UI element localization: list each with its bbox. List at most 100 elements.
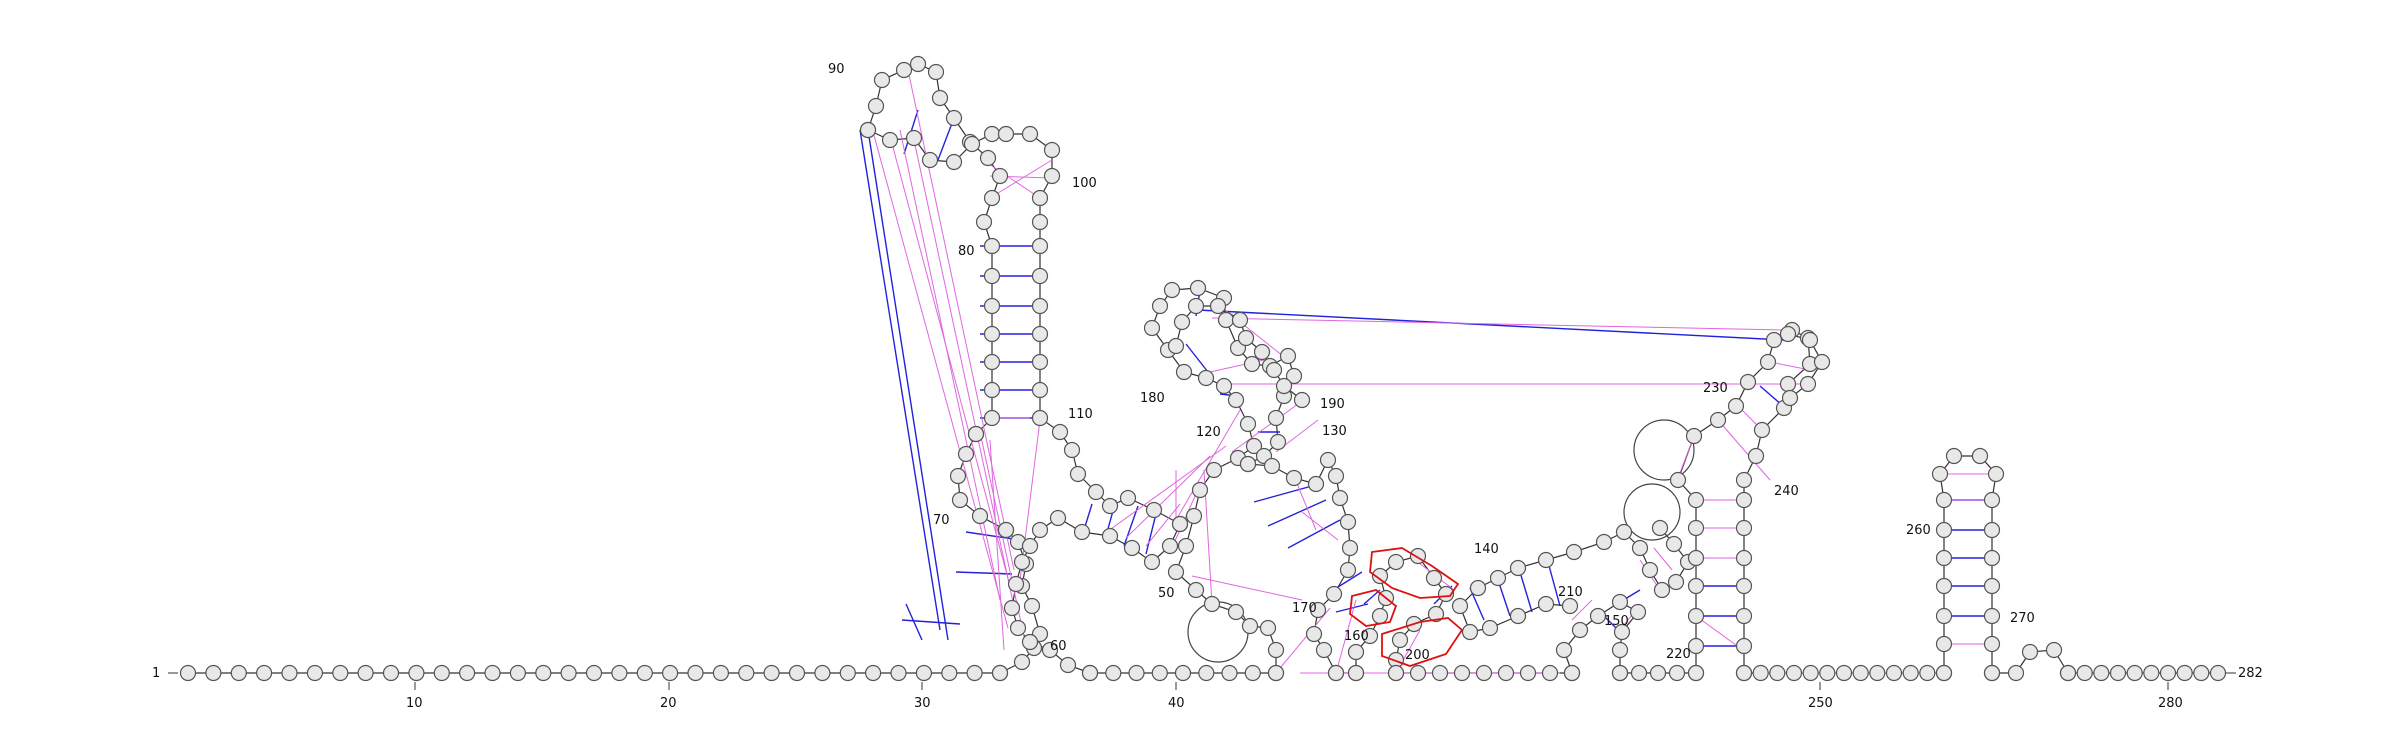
nucleotide [1935, 521, 1953, 539]
nucleotide [1341, 539, 1359, 557]
label-40: 40 [1168, 696, 1185, 711]
nucleotide [983, 125, 1001, 143]
open-loop [1623, 483, 1681, 541]
nucleotide [281, 664, 298, 682]
nucleotide [1191, 481, 1209, 499]
nucleotide [1209, 297, 1227, 315]
nucleotide [1031, 297, 1049, 315]
nucleotide [1765, 331, 1783, 349]
nucleotide [971, 507, 989, 525]
nucleotide [1151, 297, 1169, 315]
nucleotide [1801, 331, 1819, 349]
nucleotide [712, 664, 730, 682]
nucleotide [814, 664, 831, 682]
label-282: 282 [2238, 666, 2263, 681]
label-140: 140 [1474, 542, 1499, 557]
nucleotide [1275, 377, 1293, 395]
label-30: 30 [914, 696, 931, 711]
nucleotide [1595, 533, 1613, 551]
nucleotide [1475, 664, 1493, 682]
nucleotide [945, 109, 963, 127]
nucleotide [1263, 457, 1281, 475]
nucleotide [1175, 363, 1193, 381]
nucleotide [1983, 664, 2001, 682]
nucleotide [1269, 433, 1287, 451]
nucleotide [921, 151, 939, 169]
nucleotide [1347, 643, 1365, 661]
nucleotide [1571, 621, 1589, 639]
nucleotide [1173, 313, 1191, 331]
nucleotide [1885, 664, 1903, 682]
nucleotide [1198, 664, 1215, 682]
nucleotide [1031, 409, 1049, 427]
nucleotide [1665, 535, 1683, 553]
nucleotide [1935, 491, 1953, 509]
nucleotide [2021, 643, 2039, 661]
nucleotide [2109, 664, 2127, 682]
nucleotide [983, 353, 1001, 371]
canonical-pair [901, 619, 961, 625]
nucleotide [1735, 491, 1753, 509]
nucleotide [256, 664, 273, 682]
noncanonical-interaction [1019, 419, 1041, 581]
nucleotide [1021, 537, 1039, 555]
nucleotide [1983, 521, 2001, 539]
nucleotide [1685, 427, 1703, 445]
nucleotide [1983, 635, 2001, 653]
nucleotide [459, 664, 476, 682]
label-20: 20 [660, 696, 677, 711]
nucleotide [1653, 581, 1671, 599]
nucleotide [763, 664, 780, 682]
noncanonical-interaction [871, 127, 1009, 629]
nucleotide [983, 189, 1001, 207]
nucleotide [983, 381, 1001, 399]
nucleotide [357, 664, 374, 682]
nucleotide [2007, 664, 2025, 682]
nucleotide [1243, 355, 1261, 373]
nucleotide [1687, 637, 1705, 655]
nucleotide [1285, 367, 1303, 385]
nucleotide [1651, 519, 1669, 537]
nucleotide [1327, 664, 1345, 682]
nucleotide [1331, 489, 1349, 507]
nucleotide [983, 297, 1001, 315]
highlight-outline-middle [1349, 589, 1398, 627]
nucleotide [1461, 623, 1479, 641]
label-60: 60 [1050, 639, 1067, 654]
label-270: 270 [2010, 611, 2035, 626]
nucleotide [957, 445, 975, 463]
nucleotide [1835, 664, 1853, 682]
nucleotide [1687, 664, 1705, 682]
nucleotide [1983, 607, 2001, 625]
canonical-pair [1267, 499, 1327, 527]
nucleotide [1935, 635, 1953, 653]
noncanonical-interaction [889, 135, 1011, 587]
nucleotide [1003, 599, 1021, 617]
canonical-pair [1335, 603, 1369, 613]
nucleotide [951, 491, 969, 509]
nucleotide [1101, 527, 1119, 545]
label-210: 210 [1558, 585, 1583, 600]
noncanonical-interaction [1301, 511, 1339, 541]
nucleotide [2159, 664, 2177, 682]
nucleotide [915, 664, 933, 682]
nucleotide [1128, 664, 1145, 682]
nucleotide [1143, 319, 1161, 337]
label-260: 260 [1906, 523, 1931, 538]
nucleotide [983, 409, 1001, 427]
nucleotide [1739, 373, 1757, 391]
nucleotide [1537, 595, 1555, 613]
nucleotide [1735, 519, 1753, 537]
backbone-segment [867, 129, 1181, 525]
nucleotide [1735, 549, 1753, 567]
nucleotide [1063, 441, 1081, 459]
nucleotide [1315, 641, 1333, 659]
nucleotide [931, 89, 949, 107]
nucleotide [1309, 601, 1327, 619]
nucleotide [1049, 509, 1067, 527]
nucleotide [1227, 391, 1245, 409]
nucleotide [1425, 569, 1443, 587]
nucleotide [1171, 515, 1189, 533]
nucleotide [991, 167, 1009, 185]
nucleotide [1629, 603, 1647, 621]
